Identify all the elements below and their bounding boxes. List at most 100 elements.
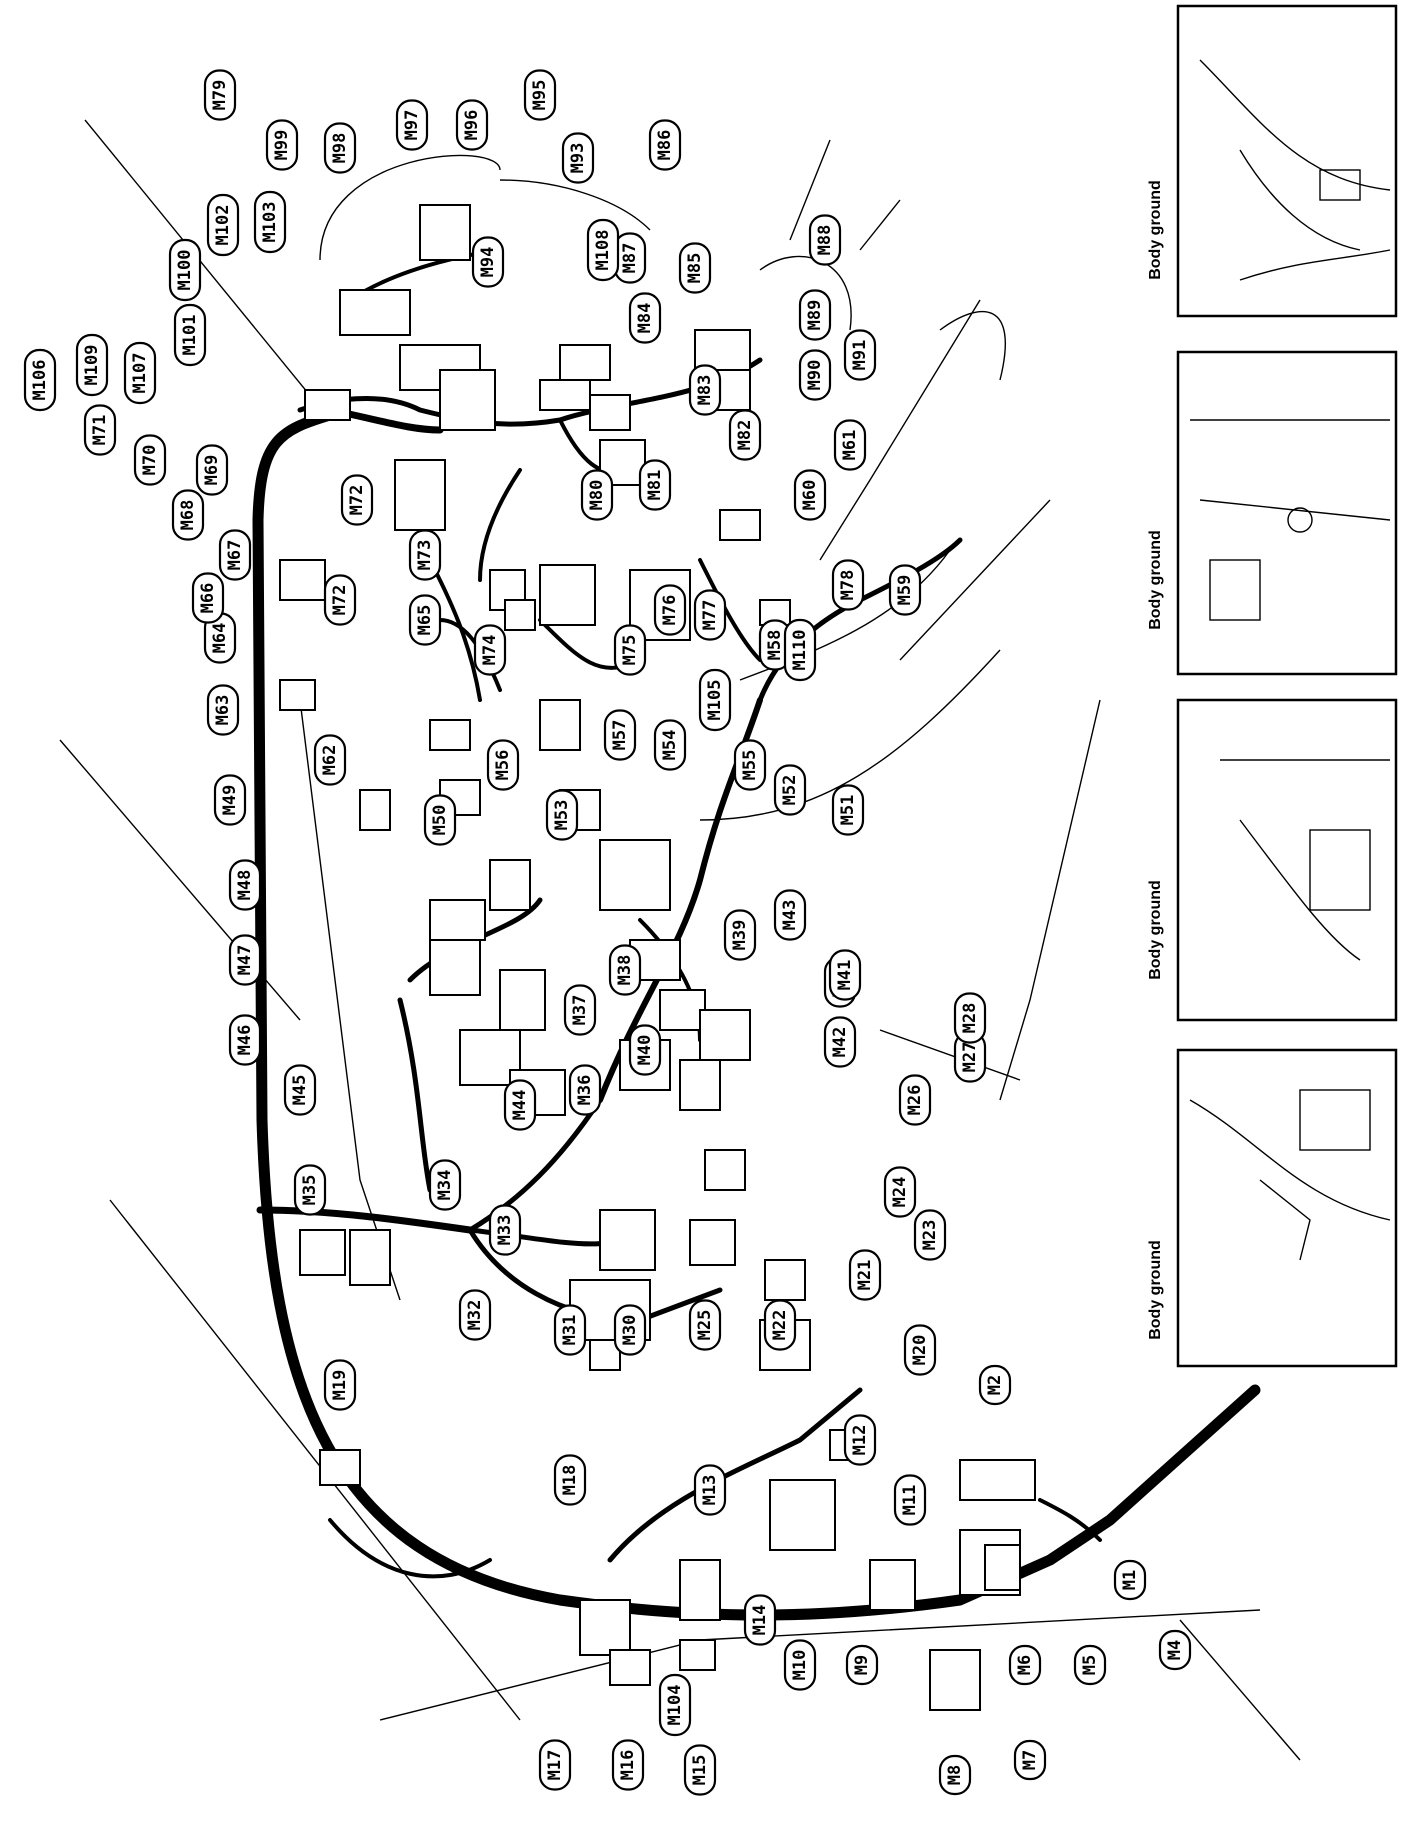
label-text: M78 (838, 570, 858, 601)
label-text: M26 (905, 1085, 925, 1116)
label-m40: M40 (628, 1024, 662, 1076)
label-m72b: M72 (340, 474, 374, 526)
label-m82: M82 (728, 409, 762, 461)
label-m105: M105 (698, 668, 732, 732)
label-text: M35 (300, 1175, 320, 1206)
label-m76: M76 (653, 584, 687, 636)
label-text: M98 (330, 133, 350, 164)
label-text: M87 (620, 243, 640, 274)
label-text: M106 (30, 360, 50, 401)
label-m2: M2 (978, 1364, 1012, 1406)
label-text: M63 (213, 695, 233, 726)
label-text: M40 (635, 1035, 655, 1066)
label-m66: M66 (191, 572, 225, 624)
label-text: M86 (655, 130, 675, 161)
label-m68: M68 (171, 489, 205, 541)
label-text: M60 (800, 480, 820, 511)
label-text: M15 (690, 1755, 710, 1786)
label-m65: M65 (408, 594, 442, 646)
label-text: M100 (175, 250, 195, 291)
label-m61: M61 (833, 419, 867, 471)
label-text: M84 (635, 303, 655, 334)
label-m91: M91 (843, 329, 877, 381)
label-text: M42 (830, 1027, 850, 1058)
label-text: M44 (510, 1090, 530, 1121)
label-text: M53 (552, 800, 572, 831)
label-m97: M97 (395, 99, 429, 151)
label-m10: M10 (783, 1639, 817, 1691)
label-m75: M75 (613, 624, 647, 676)
label-text: M50 (430, 805, 450, 836)
label-text: M79 (210, 80, 230, 111)
label-text: M41 (835, 960, 855, 991)
label-text: M47 (235, 945, 255, 976)
label-text: M6 (1015, 1655, 1035, 1675)
label-m84: M84 (628, 292, 662, 344)
label-text: M17 (545, 1750, 565, 1781)
label-m5: M5 (1073, 1644, 1107, 1686)
label-text: M34 (435, 1170, 455, 1201)
label-text: M49 (220, 785, 240, 816)
label-m102: M102 (206, 193, 240, 257)
label-m41: M41 (828, 949, 862, 1001)
label-m101: M101 (173, 303, 207, 367)
label-m38: M38 (608, 944, 642, 996)
label-m95: M95 (523, 69, 557, 121)
label-m48: M48 (228, 859, 262, 911)
label-text: M21 (855, 1260, 875, 1291)
label-text: M93 (568, 143, 588, 174)
label-text: M105 (705, 680, 725, 721)
label-text: M72 (330, 585, 350, 616)
label-m30: M30 (613, 1304, 647, 1356)
label-text: M89 (805, 300, 825, 331)
label-m93: M93 (561, 132, 595, 184)
label-m59: M59 (888, 564, 922, 616)
label-m32: M32 (458, 1289, 492, 1341)
label-text: M83 (695, 375, 715, 406)
label-m49: M49 (213, 774, 247, 826)
label-text: M95 (530, 80, 550, 111)
label-text: M73 (415, 540, 435, 571)
label-m13: M13 (693, 1464, 727, 1516)
label-m53: M53 (545, 789, 579, 841)
label-m1: M1 (1113, 1559, 1147, 1601)
label-text: M94 (478, 247, 498, 278)
label-m108: M108 (586, 218, 620, 282)
label-m39: M39 (723, 909, 757, 961)
label-text: M10 (790, 1650, 810, 1681)
label-m43: M43 (773, 889, 807, 941)
label-text: M33 (495, 1215, 515, 1246)
label-text: M14 (750, 1605, 770, 1636)
label-m24: M24 (883, 1166, 917, 1218)
inset-panels (1176, 4, 1398, 1368)
label-text: M82 (735, 420, 755, 451)
label-text: M76 (660, 595, 680, 626)
label-m98: M98 (323, 122, 357, 174)
label-m57: M57 (603, 709, 637, 761)
label-m90: M90 (798, 349, 832, 401)
label-text: M22 (770, 1310, 790, 1341)
label-m96: M96 (455, 99, 489, 151)
label-m34: M34 (428, 1159, 462, 1211)
label-text: M32 (465, 1300, 485, 1331)
label-m20: M20 (903, 1324, 937, 1376)
label-text: M74 (480, 635, 500, 666)
label-text: M30 (620, 1315, 640, 1346)
inset-caption-body-ground: Body ground (1147, 1240, 1164, 1340)
inset-m109-frame (1176, 350, 1398, 676)
label-text: M61 (840, 430, 860, 461)
label-text: M4 (1165, 1640, 1185, 1660)
label-text: M69 (202, 455, 222, 486)
label-m16: M16 (611, 1739, 645, 1791)
label-text: M45 (290, 1075, 310, 1106)
label-text: M99 (272, 130, 292, 161)
label-m80: M80 (580, 469, 614, 521)
label-m86: M86 (648, 119, 682, 171)
label-m6: M6 (1008, 1644, 1042, 1686)
label-text: M103 (260, 202, 280, 243)
label-m104: M104 (658, 1673, 692, 1737)
inset-m102-m103-frame (1176, 4, 1398, 318)
label-m50: M50 (423, 794, 457, 846)
